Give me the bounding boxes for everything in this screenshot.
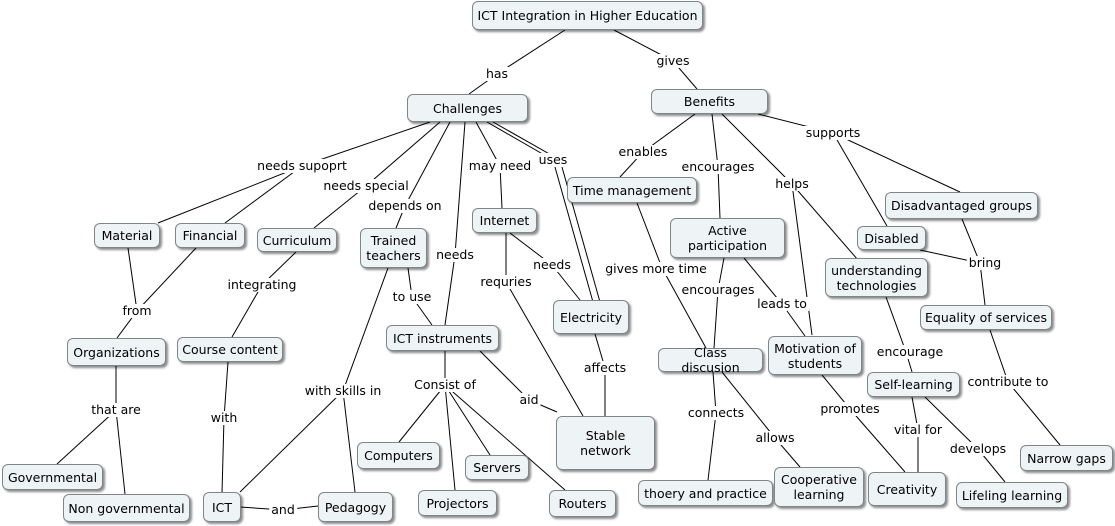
edge-with-skills: [239, 267, 389, 493]
node-self-learning[interactable]: Self-learning: [867, 372, 960, 397]
label-to-use: to use: [390, 289, 434, 304]
node-equality-of-services[interactable]: Equality of services: [920, 305, 1052, 330]
node-cooperative-learning[interactable]: Cooperative learning: [774, 467, 864, 507]
node-challenges[interactable]: Challenges: [407, 94, 528, 122]
edge-encourages2: [713, 257, 725, 349]
label-connects: connects: [685, 405, 747, 420]
label-supports: supports: [803, 125, 863, 140]
label-gives: gives: [654, 53, 692, 68]
label-encourage: encourage: [874, 344, 946, 359]
label-consist-of: Consist of: [412, 377, 478, 392]
node-benefits[interactable]: Benefits: [651, 89, 768, 114]
label-affects: affects: [581, 360, 629, 375]
label-needs: needs: [434, 247, 476, 262]
label-enables: enables: [616, 144, 670, 159]
edge-encourages: [711, 113, 721, 219]
edge-from: [116, 247, 197, 339]
label-has: has: [483, 66, 511, 81]
edge-affects: [594, 333, 606, 416]
label-uses: uses: [536, 152, 570, 167]
node-material[interactable]: Material: [94, 223, 160, 248]
label-allows: allows: [753, 430, 797, 445]
label-contribute-to: contribute to: [965, 374, 1051, 389]
label-needs-special: needs special: [321, 178, 411, 193]
edge-connects: [707, 371, 717, 481]
node-active-participation[interactable]: Active participation: [670, 218, 785, 258]
node-trained-teachers[interactable]: Trained teachers: [360, 228, 427, 268]
node-internet[interactable]: Internet: [472, 208, 537, 233]
node-creativity[interactable]: Creativity: [868, 472, 946, 506]
edge-challenges-needs: [444, 121, 466, 326]
label-and: and: [269, 502, 297, 517]
label-depends-on: depends on: [366, 198, 444, 213]
edge-encourage: [885, 296, 913, 373]
label-may-need: may need: [466, 158, 534, 173]
label-encourages-2: encourages: [679, 282, 757, 297]
node-pedagogy[interactable]: Pedagogy: [318, 492, 393, 522]
node-narrow-gaps[interactable]: Narrow gaps: [1020, 445, 1113, 471]
node-electricity[interactable]: Electricity: [553, 300, 629, 334]
edge-challenges-needs-special: [313, 121, 441, 229]
edge-with: [221, 361, 229, 494]
node-organizations[interactable]: Organizations: [67, 338, 166, 366]
label-helps: helps: [773, 176, 811, 191]
edge-contribute-to: [989, 329, 1061, 446]
label-develops: develops: [947, 441, 1009, 456]
edge-gives-more-time: [636, 202, 707, 349]
label-integrating: integrating: [225, 277, 299, 292]
node-non-governmental[interactable]: Non governmental: [63, 494, 190, 522]
edge-requries: [505, 233, 584, 417]
label-gives-more-time: gives more time: [603, 261, 709, 276]
edge-root-has: [468, 29, 566, 95]
node-financial[interactable]: Financial: [175, 223, 245, 248]
node-class-discussion[interactable]: Class discusion: [658, 345, 763, 375]
edge-challenges-needs-support: [157, 121, 431, 224]
label-needs-electricity: needs: [531, 257, 573, 272]
node-curriculum[interactable]: Curriculum: [257, 228, 337, 252]
label-aid: aid: [517, 392, 541, 407]
node-course-content[interactable]: Course content: [177, 337, 283, 362]
edge-develops: [924, 396, 1006, 483]
edge-integrating: [231, 251, 297, 338]
label-with-skills-in: with skills in: [302, 383, 384, 398]
label-from: from: [120, 303, 154, 318]
node-understanding-technologies[interactable]: understanding technologies: [825, 258, 928, 297]
node-motivation[interactable]: Motivation of students: [768, 336, 862, 375]
node-disabled[interactable]: Disabled: [857, 226, 926, 250]
node-disadvantaged-groups[interactable]: Disadvantaged groups: [885, 192, 1038, 219]
edge-challenges-may-need: [475, 121, 503, 209]
node-stable-network[interactable]: Stable network: [556, 416, 655, 470]
label-bring: bring: [966, 255, 1004, 270]
label-promotes: promotes: [818, 401, 882, 416]
label-requries: requries: [478, 274, 534, 289]
label-with: with: [208, 410, 240, 425]
label-that-are: that are: [89, 402, 143, 417]
node-projectors[interactable]: Projectors: [418, 490, 497, 516]
node-theory-and-practice[interactable]: thoery and practice: [638, 480, 773, 506]
label-encourages: encourages: [679, 159, 757, 174]
node-governmental[interactable]: Governmental: [2, 464, 103, 490]
node-lifelong-learning[interactable]: Lifeling learning: [956, 482, 1068, 508]
label-needs-support: needs supoprt: [255, 158, 349, 173]
node-servers[interactable]: Servers: [465, 455, 529, 480]
node-computers[interactable]: Computers: [357, 442, 440, 469]
label-vital-for: vital for: [891, 422, 945, 437]
node-time-management[interactable]: Time management: [567, 177, 697, 203]
node-ict-instruments[interactable]: ICT instruments: [386, 325, 499, 351]
edge-that-are: [56, 366, 126, 495]
node-root[interactable]: ICT Integration in Higher Education: [472, 1, 703, 30]
node-routers[interactable]: Routers: [549, 490, 616, 517]
label-leads-to: leads to: [755, 296, 809, 311]
node-ict[interactable]: ICT: [203, 492, 241, 522]
